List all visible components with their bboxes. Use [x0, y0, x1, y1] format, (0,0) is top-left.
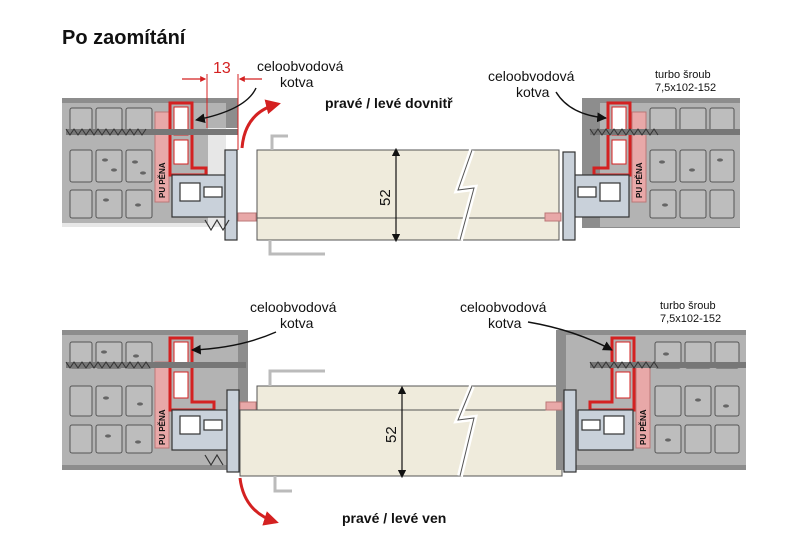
anchor-label-right-1: celoobvodová	[488, 68, 575, 84]
door-leaf: 52	[239, 369, 563, 493]
section-top: PU PĚNA	[62, 58, 740, 256]
frame-profile	[171, 149, 238, 241]
screw-label-1: turbo šroub	[655, 69, 711, 81]
right-wall: PU PĚNA	[544, 98, 740, 241]
dimension-13: 13	[182, 60, 262, 150]
door-leaf: 52	[256, 134, 560, 256]
curved-arrow-icon	[240, 99, 281, 149]
arrow-pointer-icon	[191, 331, 277, 355]
anchor-label-left-1: celoobvodová	[250, 299, 337, 315]
left-wall: PU PĚNA	[62, 330, 257, 473]
screw-label-2: 7,5x102-152	[660, 313, 721, 325]
arrow-pointer-icon	[195, 87, 257, 124]
pu-foam-label: PU PĚNA	[635, 162, 644, 198]
screw	[65, 128, 238, 136]
screw	[65, 361, 246, 369]
page-title: Po zaomítání	[62, 27, 187, 49]
anchor-label-right-1: celoobvodová	[460, 299, 547, 315]
screw-label-1: turbo šroub	[660, 300, 716, 312]
anchor-label-left-2: kotva	[280, 315, 314, 331]
section-bottom: PU PĚNA 52	[62, 299, 746, 526]
opening-label: pravé / levé dovnitř	[325, 95, 453, 111]
dimension-value: 13	[213, 60, 231, 77]
door-thickness-value: 52	[383, 426, 400, 443]
anchor-label-right-2: kotva	[516, 84, 550, 100]
anchor-label-right-2: kotva	[488, 315, 522, 331]
anchor-profile	[168, 101, 208, 177]
screw	[589, 128, 740, 136]
right-wall: PU PĚNA	[545, 330, 746, 473]
anchor-label-left-2: kotva	[280, 74, 314, 90]
door-thickness-value: 52	[377, 189, 394, 206]
screw	[589, 361, 746, 369]
opening-label: pravé / levé ven	[342, 510, 446, 526]
left-wall: PU PĚNA	[62, 98, 257, 241]
pu-foam-label: PU PĚNA	[158, 409, 167, 445]
curved-arrow-icon	[238, 477, 279, 526]
anchor-label-left-1: celoobvodová	[257, 58, 344, 74]
arrow-pointer-icon	[555, 91, 607, 123]
arrow-pointer-icon	[527, 321, 613, 351]
pu-foam-label: PU PĚNA	[639, 409, 648, 445]
pu-foam-label: PU PĚNA	[158, 162, 167, 198]
screw-label-2: 7,5x102-152	[655, 82, 716, 94]
